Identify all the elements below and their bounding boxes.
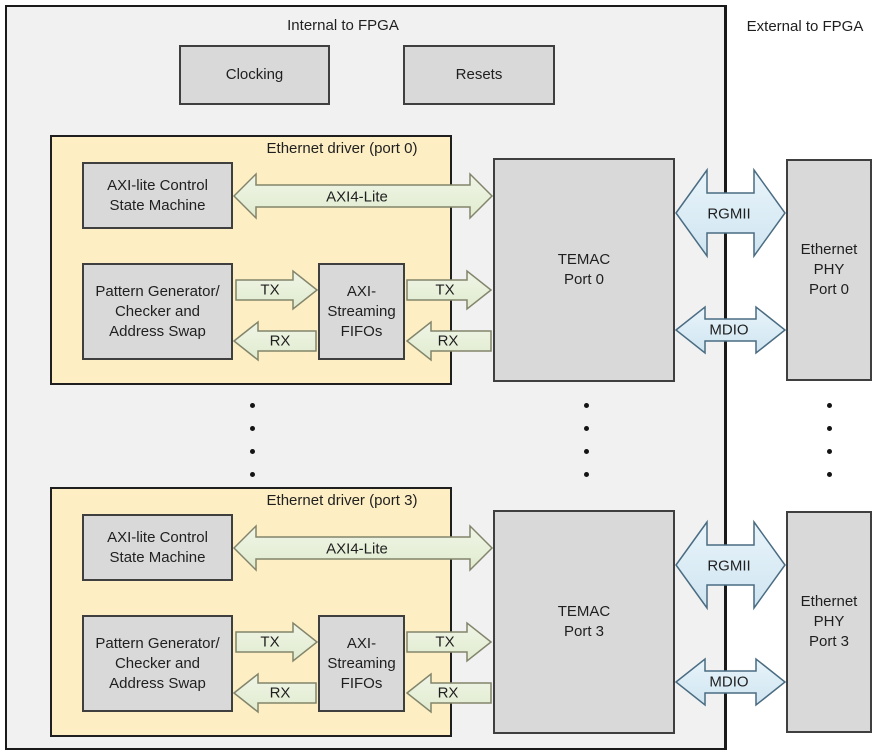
external-region-label: External to FPGA: [746, 18, 864, 35]
axi-streaming-fifos-port0: AXI- Streaming FIFOs: [318, 263, 405, 360]
rgmii-label-port3: RGMII: [707, 557, 751, 575]
internal-region-label: Internal to FPGA: [287, 17, 399, 34]
dot: [827, 403, 832, 408]
ethernet-driver-port3-title: Ethernet driver (port 3): [266, 492, 418, 509]
dot: [827, 426, 832, 431]
resets-block: Resets: [403, 45, 555, 105]
tx-label-temac-port0: TX: [435, 281, 455, 299]
temac-ellipsis-dots: [584, 403, 589, 477]
ethernet-phy-port3-block: Ethernet PHY Port 3: [786, 511, 872, 733]
dot: [250, 426, 255, 431]
tx-label-driver-port3: TX: [260, 633, 280, 651]
ethernet-phy-port0-block: Ethernet PHY Port 0: [786, 159, 872, 381]
pattern-generator-port0: Pattern Generator/ Checker and Address S…: [82, 263, 233, 360]
dot: [584, 403, 589, 408]
axi-lite-control-state-machine-port0: AXI-lite Control State Machine: [82, 162, 233, 229]
dot: [584, 426, 589, 431]
mdio-label-port3: MDIO: [709, 673, 749, 691]
dot: [827, 472, 832, 477]
rx-label-temac-port3: RX: [437, 684, 459, 702]
axi4-lite-label-port3: AXI4-Lite: [326, 540, 388, 558]
axi4-lite-label-port0: AXI4-Lite: [326, 188, 388, 206]
dot: [250, 403, 255, 408]
rx-label-driver-port3: RX: [269, 684, 291, 702]
ethernet-driver-port0-title: Ethernet driver (port 0): [266, 140, 418, 157]
clocking-block: Clocking: [179, 45, 330, 105]
temac-port0-block: TEMAC Port 0: [493, 158, 675, 382]
dot: [827, 449, 832, 454]
dot: [250, 472, 255, 477]
rgmii-label-port0: RGMII: [707, 205, 751, 223]
pattern-generator-port3: Pattern Generator/ Checker and Address S…: [82, 615, 233, 712]
tx-label-temac-port3: TX: [435, 633, 455, 651]
driver-ellipsis-dots: [250, 403, 255, 477]
rx-label-driver-port0: RX: [269, 332, 291, 350]
dot: [584, 472, 589, 477]
rx-label-temac-port0: RX: [437, 332, 459, 350]
mdio-label-port0: MDIO: [709, 321, 749, 339]
dot: [250, 449, 255, 454]
phy-ellipsis-dots: [827, 403, 832, 477]
dot: [584, 449, 589, 454]
temac-port3-block: TEMAC Port 3: [493, 510, 675, 734]
axi-streaming-fifos-port3: AXI- Streaming FIFOs: [318, 615, 405, 712]
axi-lite-control-state-machine-port3: AXI-lite Control State Machine: [82, 514, 233, 581]
tx-label-driver-port0: TX: [260, 281, 280, 299]
